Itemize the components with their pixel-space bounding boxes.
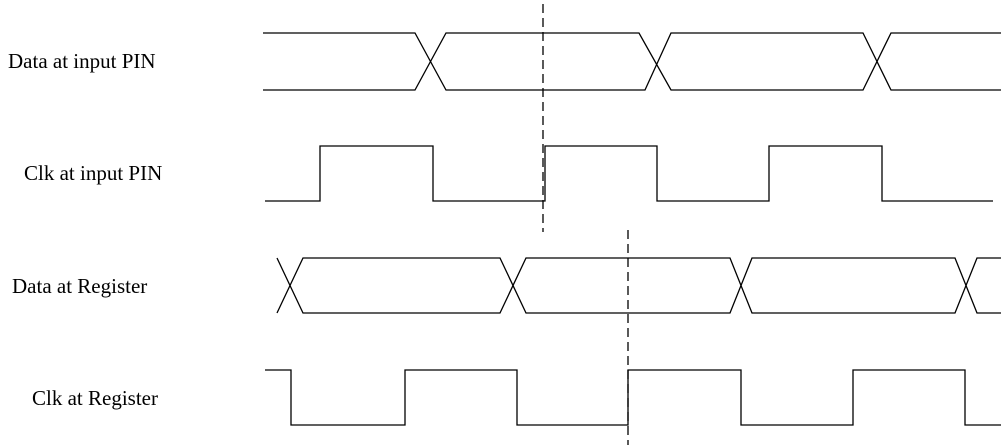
label-data-input-pin: Data at input PIN [8, 49, 156, 73]
data-register-upper-rail [276, 257, 1001, 314]
waveform-data-input-pin [263, 32, 1001, 91]
label-clk-input-pin: Clk at input PIN [24, 161, 162, 185]
label-clk-register: Clk at Register [32, 386, 158, 410]
label-data-register: Data at Register [12, 274, 147, 298]
waveform-data-register [276, 257, 1001, 314]
data-input-pin-upper-rail [263, 32, 1001, 91]
data-input-pin-lower-rail [263, 32, 1001, 91]
waveform-clk-input-pin [265, 145, 993, 202]
waveform-clk-register [265, 369, 1001, 426]
data-register-lower-rail [276, 257, 1001, 314]
